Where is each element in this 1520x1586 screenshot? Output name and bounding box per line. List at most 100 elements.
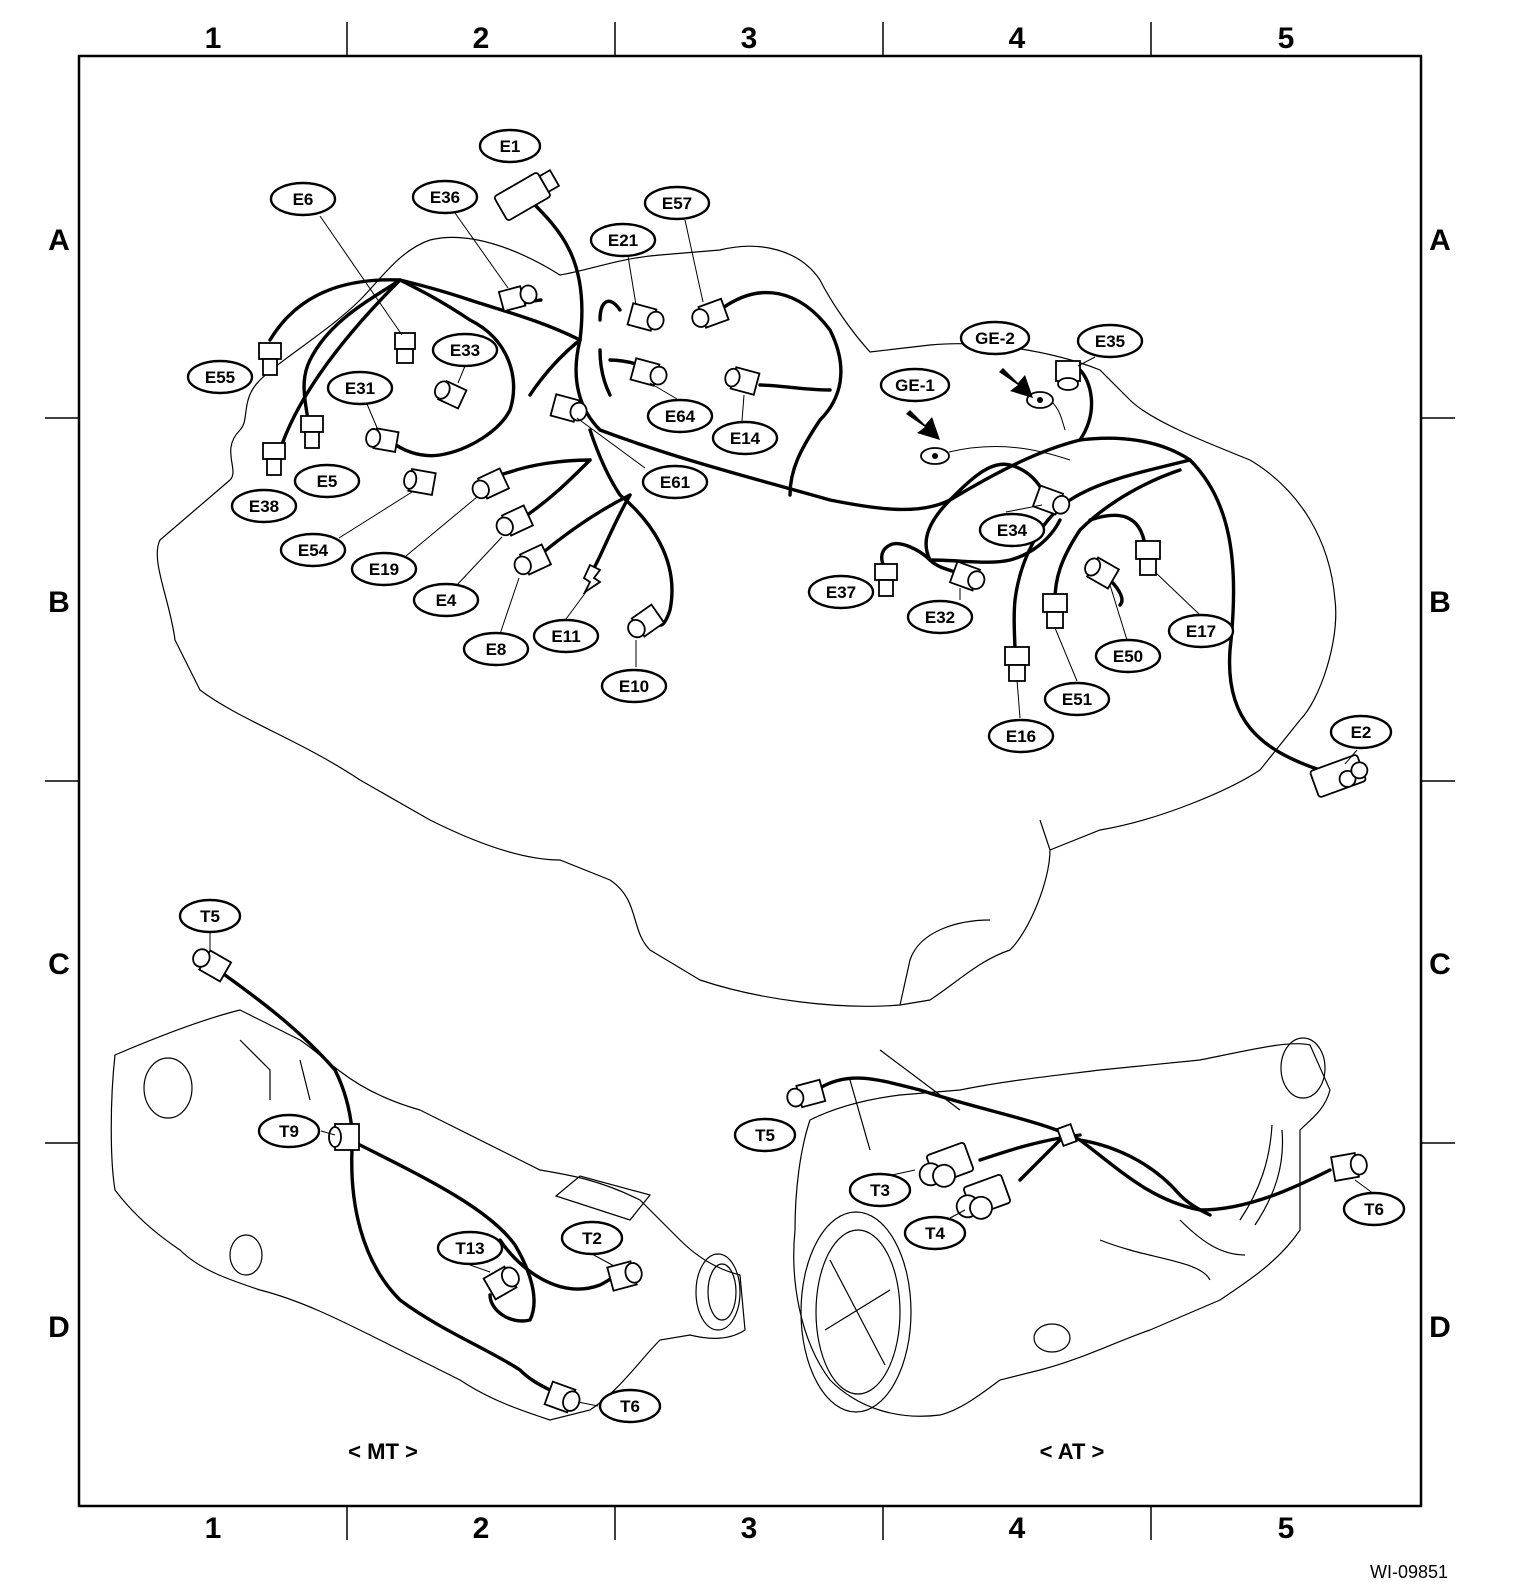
grid-column-2-top: 2 — [473, 22, 490, 55]
grid-row-labels-left: A B C D — [48, 224, 70, 1344]
connector-e37 — [874, 563, 898, 597]
grid-ticks — [45, 22, 1455, 1540]
connector-e50 — [1084, 556, 1121, 590]
connector-e16 — [1004, 646, 1030, 682]
label-mt-t13: T13 — [455, 1239, 484, 1258]
label-mt-t5: T5 — [200, 907, 220, 926]
grid-column-5-bottom: 5 — [1278, 1512, 1295, 1545]
label-e61: E61 — [660, 473, 690, 492]
grid-row-a-right: A — [1429, 224, 1451, 257]
diagram-frame — [77, 54, 1423, 1508]
connector-at-t4 — [955, 1174, 1011, 1220]
label-mt-t6: T6 — [620, 1397, 640, 1416]
grid-column-4-bottom: 4 — [1009, 1512, 1026, 1545]
label-at-t5: T5 — [755, 1126, 775, 1145]
connector-e4 — [495, 504, 535, 537]
label-e6: E6 — [293, 190, 314, 209]
grid-column-3-top: 3 — [741, 22, 758, 55]
connector-e5 — [300, 415, 324, 449]
label-ge-2: GE-2 — [975, 329, 1015, 348]
connector-e11 — [582, 563, 602, 595]
label-at-t6: T6 — [1364, 1200, 1384, 1219]
label-e35: E35 — [1095, 332, 1125, 351]
connector-e38 — [262, 442, 286, 476]
label-mt-t9: T9 — [279, 1122, 299, 1141]
engine-outline-detail — [899, 819, 1051, 1006]
label-e8: E8 — [486, 640, 507, 659]
label-e54: E54 — [298, 541, 329, 560]
label-e33: E33 — [450, 341, 480, 360]
label-e55: E55 — [205, 368, 235, 387]
label-e37: E37 — [826, 583, 856, 602]
label-e10: E10 — [619, 677, 649, 696]
connector-e57 — [691, 297, 730, 329]
view-label-at: < AT > — [1040, 1439, 1105, 1464]
grid-column-labels-top: 1 2 3 4 5 — [205, 22, 1295, 55]
grid-row-b-right: B — [1429, 586, 1451, 619]
grid-row-labels-right: A B C D — [1429, 224, 1451, 1344]
label-e64: E64 — [665, 407, 696, 426]
connector-e33 — [434, 379, 468, 410]
grid-row-d-left: D — [48, 1311, 70, 1344]
connector-mt-t6 — [543, 1380, 581, 1414]
grid-row-c-left: C — [48, 948, 70, 981]
connector-e32 — [948, 560, 986, 592]
grid-column-4-top: 4 — [1009, 22, 1026, 55]
engine-labels: E1 E6 E36 E57 E21 E33 E55 E31 E64 E14 E5… — [186, 128, 1393, 754]
engine-connectors — [258, 168, 1369, 798]
connector-e8 — [513, 543, 553, 576]
label-e1: E1 — [500, 137, 521, 156]
grid-row-b-left: B — [48, 586, 70, 619]
connector-e35 — [1055, 360, 1081, 391]
label-e16: E16 — [1006, 727, 1036, 746]
label-at-t4: T4 — [925, 1224, 945, 1243]
connector-e10 — [627, 603, 666, 639]
mt-transmission: T5 T9 T2 T13 T6 < MT > — [110, 898, 746, 1464]
label-e14: E14 — [730, 429, 761, 448]
grid-row-a-left: A — [48, 224, 70, 257]
grid-column-5-top: 5 — [1278, 22, 1295, 55]
connector-e54 — [403, 468, 437, 496]
connector-e21 — [626, 302, 665, 332]
connector-e55 — [258, 342, 282, 376]
grid-column-3-bottom: 3 — [741, 1512, 758, 1545]
connector-at-t5 — [786, 1078, 827, 1109]
grid-column-labels-bottom: 1 2 3 4 5 — [205, 1512, 1295, 1545]
connector-e19 — [471, 467, 511, 500]
grid-row-c-right: C — [1429, 948, 1451, 981]
label-at-t3: T3 — [870, 1181, 890, 1200]
connector-e2 — [1309, 754, 1369, 798]
connector-mt-t9 — [328, 1123, 360, 1151]
label-e32: E32 — [925, 608, 955, 627]
connector-at-t6 — [1330, 1152, 1368, 1182]
label-e34: E34 — [997, 521, 1028, 540]
label-e31: E31 — [345, 379, 375, 398]
label-ge-1: GE-1 — [895, 376, 935, 395]
connector-mt-t13 — [482, 1265, 520, 1301]
label-mt-t2: T2 — [582, 1229, 602, 1248]
engine-outline — [156, 236, 1337, 1007]
label-e36: E36 — [430, 188, 460, 207]
connector-e14 — [724, 366, 761, 396]
label-e2: E2 — [1351, 723, 1372, 742]
label-e11: E11 — [551, 627, 580, 646]
connector-at-t3 — [918, 1142, 974, 1188]
connector-e51 — [1042, 593, 1068, 629]
arrow-icon — [906, 410, 940, 440]
label-e51: E51 — [1062, 690, 1092, 709]
label-e50: E50 — [1113, 647, 1143, 666]
label-e57: E57 — [662, 194, 692, 213]
label-e4: E4 — [436, 591, 457, 610]
label-e19: E19 — [369, 560, 399, 579]
connector-mt-t2 — [606, 1260, 643, 1292]
grid-row-d-right: D — [1429, 1311, 1451, 1344]
label-e38: E38 — [249, 497, 279, 516]
label-e5: E5 — [317, 472, 338, 491]
view-label-mt: < MT > — [348, 1439, 418, 1464]
connector-e1 — [493, 168, 561, 221]
connector-e34 — [1031, 484, 1071, 516]
arrow-icon — [999, 368, 1033, 398]
connector-e61 — [549, 393, 588, 423]
connector-e31 — [365, 427, 400, 453]
